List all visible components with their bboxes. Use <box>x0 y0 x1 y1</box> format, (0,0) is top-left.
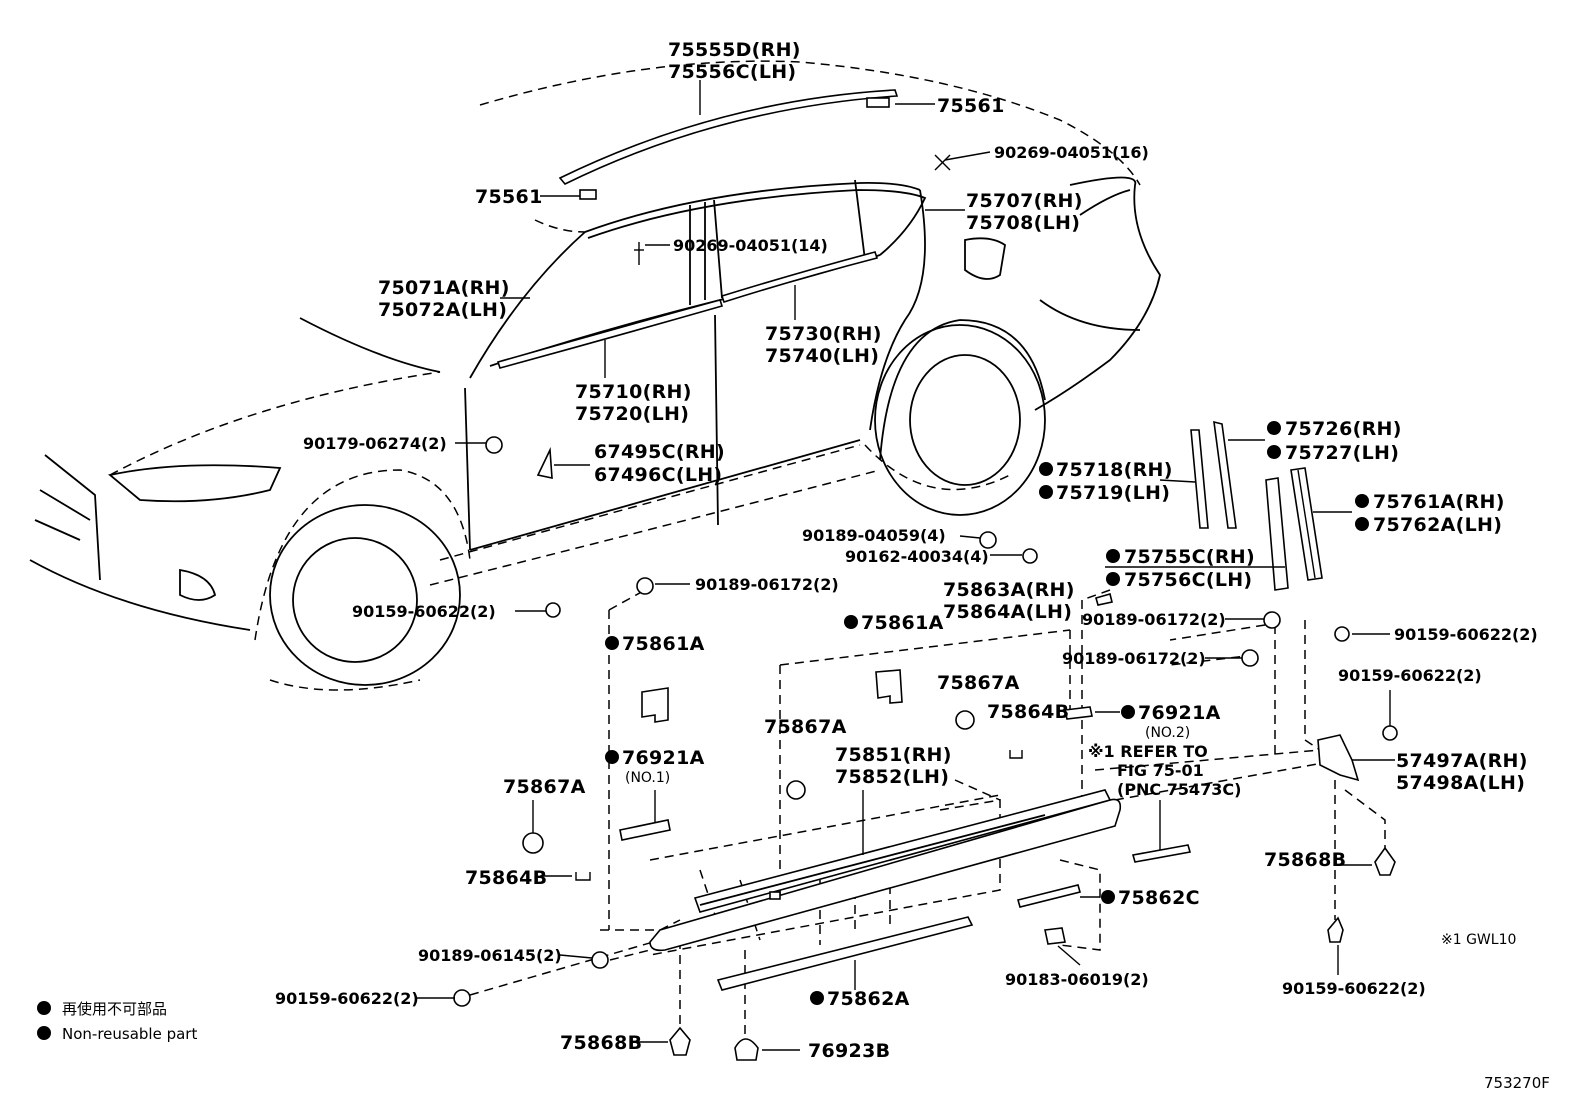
legend-jp: 再使用不可部品 <box>62 1000 167 1018</box>
label-75864b-left: 75864B <box>465 867 547 889</box>
label-57498a-lh: 57498A(LH) <box>1396 772 1525 794</box>
label-75861a-mid: 75861A <box>861 612 944 634</box>
label-75864b-mid: 75864B <box>987 701 1069 723</box>
label-90179: 90179-06274(2) <box>303 434 447 453</box>
label-75740-lh: 75740(LH) <box>765 345 879 367</box>
figure-code: 753270F <box>1484 1074 1550 1092</box>
label-75730-rh: 75730(RH) <box>765 323 882 345</box>
label-refer-line2: FIG 75-01 <box>1117 761 1204 780</box>
block-75861a-mid <box>875 669 903 704</box>
label-75867a-left: 75867A <box>503 776 586 798</box>
label-67495c-rh: 67495C(RH) <box>594 441 725 463</box>
label-75851-rh: 75851(RH) <box>835 744 952 766</box>
label-75071a-rh: 75071A(RH) <box>378 277 510 299</box>
clip-75863a <box>1095 593 1113 606</box>
label-90162-40034: 90162-40034(4) <box>845 547 989 566</box>
pillar-garnish-75755c <box>1265 477 1289 591</box>
label-76921a-no1: 76921A <box>622 747 705 769</box>
rocker-molding-75862a <box>716 916 974 991</box>
label-75727-lh: 75727(LH) <box>1285 442 1399 464</box>
label-90189-06172-a: 90189-06172(2) <box>695 575 839 594</box>
clip-90179 <box>485 436 503 454</box>
bracket-57497a <box>1317 734 1360 782</box>
label-76921a-no2: 76921A <box>1138 702 1221 724</box>
label-57497a-rh: 57497A(RH) <box>1396 750 1528 772</box>
label-75762a-lh: 75762A(LH) <box>1373 514 1502 536</box>
label-90189-06172-c: 90189-06172(2) <box>1062 649 1206 668</box>
label-75867a-mid: 75867A <box>937 672 1020 694</box>
label-75761a-rh: 75761A(RH) <box>1373 491 1505 513</box>
label-75862c: 75862C <box>1118 887 1200 909</box>
part-number-labels: 75555D(RH) 75556C(LH) 75561 90269-04051(… <box>275 39 1538 1062</box>
label-90159-60622-c: 90159-60622(2) <box>1338 666 1482 685</box>
label-refer-line1: ※1 REFER TO <box>1088 742 1208 761</box>
label-75561-top: 75561 <box>937 95 1005 117</box>
label-no1: (NO.1) <box>625 770 670 786</box>
label-90189-06145: 90189-06145(2) <box>418 946 562 965</box>
pillar-garnish-75726 <box>1213 420 1237 529</box>
tape-76921a-no2 <box>1064 706 1093 720</box>
label-75864a-lh: 75864A(LH) <box>943 601 1072 623</box>
label-no2: (NO.2) <box>1145 725 1190 741</box>
screw-90269-14 <box>634 242 644 265</box>
label-75720-lh: 75720(LH) <box>575 403 689 425</box>
legend: 再使用不可部品 Non-reusable part <box>62 1000 197 1043</box>
label-75756c-lh: 75756C(LH) <box>1124 569 1252 591</box>
label-75555d-rh: 75555D(RH) <box>668 39 801 61</box>
label-75861a-left: 75861A <box>622 633 705 655</box>
label-75072a-lh: 75072A(LH) <box>378 299 507 321</box>
label-90189-06172-b: 90189-06172(2) <box>1082 610 1226 629</box>
label-75708-lh: 75708(LH) <box>966 212 1080 234</box>
legend-en: Non-reusable part <box>62 1025 197 1043</box>
label-refer-line3: (PNC 75473C) <box>1117 780 1241 799</box>
label-75707-rh: 75707(RH) <box>966 190 1083 212</box>
block-75861a-left <box>641 687 669 723</box>
label-75852-lh: 75852(LH) <box>835 766 949 788</box>
rocker-dashed-guides <box>469 589 1386 1035</box>
label-90159-60622-a: 90159-60622(2) <box>352 602 496 621</box>
label-76923b: 76923B <box>808 1040 890 1062</box>
label-75710-rh: 75710(RH) <box>575 381 692 403</box>
label-90159-60622-e: 90159-60622(2) <box>1282 979 1426 998</box>
label-75755c-rh: 75755C(RH) <box>1124 546 1255 568</box>
label-67496c-lh: 67496C(LH) <box>594 464 722 486</box>
roof-molding <box>558 89 899 185</box>
non-reusable-markers <box>37 421 1369 1040</box>
label-75561-left: 75561 <box>475 186 543 208</box>
label-gwl10: ※1 GWL10 <box>1441 932 1516 948</box>
label-75556c-lh: 75556C(LH) <box>668 61 796 83</box>
label-75862a: 75862A <box>827 988 910 1010</box>
label-75863a-rh: 75863A(RH) <box>943 579 1075 601</box>
side-skirt-75851 <box>649 789 1122 952</box>
tape-75862c <box>1017 884 1081 908</box>
label-90189-04059: 90189-04059(4) <box>802 526 946 545</box>
nut-75867a <box>522 710 975 854</box>
belt-molding <box>496 251 879 369</box>
screw-90269-16 <box>934 154 951 171</box>
pillar-garnish-75718 <box>1190 429 1209 529</box>
fasteners <box>453 531 1398 1061</box>
label-75718-rh: 75718(RH) <box>1056 459 1173 481</box>
label-75868b-bottom: 75868B <box>560 1032 642 1054</box>
clip-75561-top <box>866 97 890 108</box>
triangle-67495c <box>536 446 553 480</box>
label-90183-06019: 90183-06019(2) <box>1005 970 1149 989</box>
clip-75864b <box>575 750 1023 881</box>
label-90159-60622-b: 90159-60622(2) <box>1394 625 1538 644</box>
label-90269-14: 90269-04051(14) <box>673 236 828 255</box>
leader-lines <box>415 80 1395 1051</box>
pnc-75473c-part <box>1131 844 1192 863</box>
label-75719-lh: 75719(LH) <box>1056 482 1170 504</box>
label-90269-16: 90269-04051(16) <box>994 143 1149 162</box>
label-75867a-center: 75867A <box>764 716 847 738</box>
label-75726-rh: 75726(RH) <box>1285 418 1402 440</box>
tape-76921a-no1 <box>619 819 671 841</box>
clip-75561-left <box>579 189 597 200</box>
label-90159-60622-d: 90159-60622(2) <box>275 989 419 1008</box>
label-75868b-right: 75868B <box>1264 849 1346 871</box>
pillar-garnish-75761a <box>1290 467 1323 581</box>
